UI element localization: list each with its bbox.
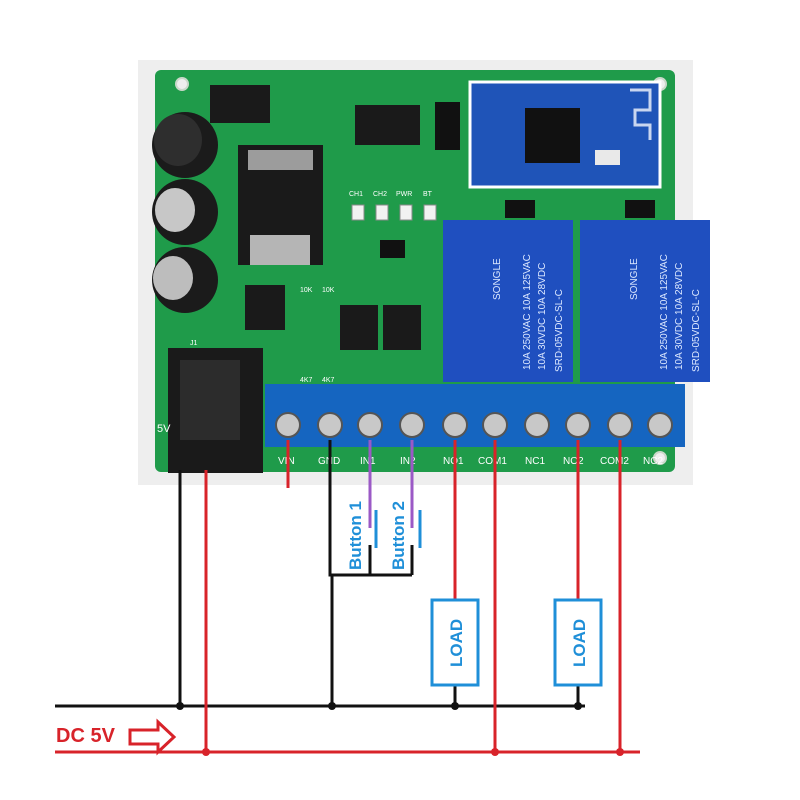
logic-ic xyxy=(355,105,420,145)
terminal-label-in1: IN1 xyxy=(360,456,376,467)
junction-dot xyxy=(176,702,184,710)
terminal-screw-gnd xyxy=(317,412,343,438)
bt-antenna xyxy=(630,88,652,140)
regulator-pins xyxy=(250,235,310,265)
load-1-box xyxy=(430,598,480,687)
wires xyxy=(55,440,640,754)
arrow-right-icon xyxy=(128,718,177,756)
terminal-screw-nc1 xyxy=(524,412,550,438)
transistor xyxy=(625,200,655,218)
smd-ic xyxy=(210,85,270,123)
relay-1-model: SRD-05VDC-SL-C xyxy=(554,289,565,372)
voltage-regulator xyxy=(238,145,323,265)
terminal-label-com1: COM1 xyxy=(478,456,507,467)
dc-supply-input: DC 5V xyxy=(56,718,177,756)
resistor-label: 10K xyxy=(300,287,313,294)
push-button-1: Button 1 xyxy=(346,501,378,570)
terminal-screw-com2 xyxy=(607,412,633,438)
resistor-label: 4K7 xyxy=(300,377,313,384)
relay-2-rating2: 10A 30VDC 10A 28VDC xyxy=(674,263,685,370)
terminal-screw-in1 xyxy=(357,412,383,438)
dc-supply-label: DC 5V xyxy=(56,725,116,747)
smd-ic xyxy=(380,240,405,258)
regulator-tab xyxy=(248,150,313,170)
junction-dot xyxy=(616,748,624,756)
terminal-label-nc1: NC1 xyxy=(525,456,545,467)
terminal-screw-com1 xyxy=(482,412,508,438)
junction-dot xyxy=(491,748,499,756)
resistor-label: 10K xyxy=(322,287,335,294)
terminal-label-com2: COM2 xyxy=(600,456,629,467)
bt-crystal xyxy=(595,150,620,165)
junction-dots xyxy=(176,702,624,756)
load-1: LOAD xyxy=(430,598,480,687)
junction-dot xyxy=(451,702,459,710)
led-pwr xyxy=(399,204,413,221)
junction-dot xyxy=(574,702,582,710)
relay-1-brand: SONGLE xyxy=(492,258,503,300)
terminal-screw-vin xyxy=(275,412,301,438)
relay-2-model: SRD-05VDC-SL-C xyxy=(691,289,702,372)
resistor-label: 4K7 xyxy=(322,377,335,384)
dc-barrel-jack: J1 5V xyxy=(157,340,263,473)
relay-2-brand: SONGLE xyxy=(629,258,640,300)
relay-2-body xyxy=(580,220,710,382)
led-label-pwr: PWR xyxy=(396,191,412,198)
jack-opening xyxy=(180,360,240,440)
bt-chip xyxy=(525,108,580,163)
mounting-hole xyxy=(175,77,189,91)
transistor xyxy=(505,200,535,218)
smd-ic xyxy=(245,285,285,330)
relay-1-rating2: 10A 30VDC 10A 28VDC xyxy=(537,263,548,370)
terminal-label-nc2: NC2 xyxy=(643,456,663,467)
optocoupler-1 xyxy=(340,305,378,350)
capacitor-top xyxy=(153,256,193,300)
terminal-screw-nc2 xyxy=(647,412,673,438)
terminal-block: VIN GND IN1 IN2 NO1 COM1 NC1 NO2 COM2 NC… xyxy=(265,384,685,467)
led-bt xyxy=(423,204,437,221)
load-2: LOAD xyxy=(553,598,603,687)
terminal-label-vin: VIN xyxy=(278,456,295,467)
terminal-label-in2: IN2 xyxy=(400,456,416,467)
terminal-screw-no2 xyxy=(565,412,591,438)
led-ch1 xyxy=(351,204,365,221)
relay-2: SONGLE 10A 250VAC 10A 125VAC 10A 30VDC 1… xyxy=(580,220,710,382)
load-2-box xyxy=(553,598,603,687)
junction-dot xyxy=(202,748,210,756)
relay-1-rating1: 10A 250VAC 10A 125VAC xyxy=(522,254,533,370)
terminal-screws xyxy=(275,412,673,438)
relay-module-board: CH1 CH2 PWR BT 10K 10K 4K7 4K7 SONGLE 10… xyxy=(138,60,710,485)
bluetooth-module xyxy=(468,80,662,189)
load-2-label: LOAD xyxy=(570,619,589,667)
wire-gnd-to-buttons xyxy=(328,440,412,577)
capacitor-top xyxy=(154,114,202,166)
jack-ref-label: J1 xyxy=(190,340,198,347)
terminal-screw-no1 xyxy=(442,412,468,438)
button-1-label: Button 1 xyxy=(346,501,365,570)
led-label-ch1: CH1 xyxy=(349,191,363,198)
terminal-label-no2: NO2 xyxy=(563,456,584,467)
led-ch2 xyxy=(375,204,389,221)
push-button-2: Button 2 xyxy=(389,501,422,570)
capacitors xyxy=(152,112,218,313)
mounting-hole xyxy=(653,451,667,465)
led-label-ch2: CH2 xyxy=(373,191,387,198)
button-2-label: Button 2 xyxy=(389,501,408,570)
led-label-bt: BT xyxy=(423,191,433,198)
relay-2-rating1: 10A 250VAC 10A 125VAC xyxy=(659,254,670,370)
relay-1-body xyxy=(443,220,573,382)
terminal-screw-in2 xyxy=(399,412,425,438)
relay-1: SONGLE 10A 250VAC 10A 125VAC 10A 30VDC 1… xyxy=(443,220,573,382)
input-jack-label: 5V xyxy=(157,423,171,435)
pin-header xyxy=(435,102,460,150)
load-1-label: LOAD xyxy=(447,619,466,667)
junction-dot xyxy=(328,702,336,710)
capacitor-top xyxy=(155,188,195,232)
status-leds: CH1 CH2 PWR BT xyxy=(349,191,437,221)
optocoupler-2 xyxy=(383,305,421,350)
